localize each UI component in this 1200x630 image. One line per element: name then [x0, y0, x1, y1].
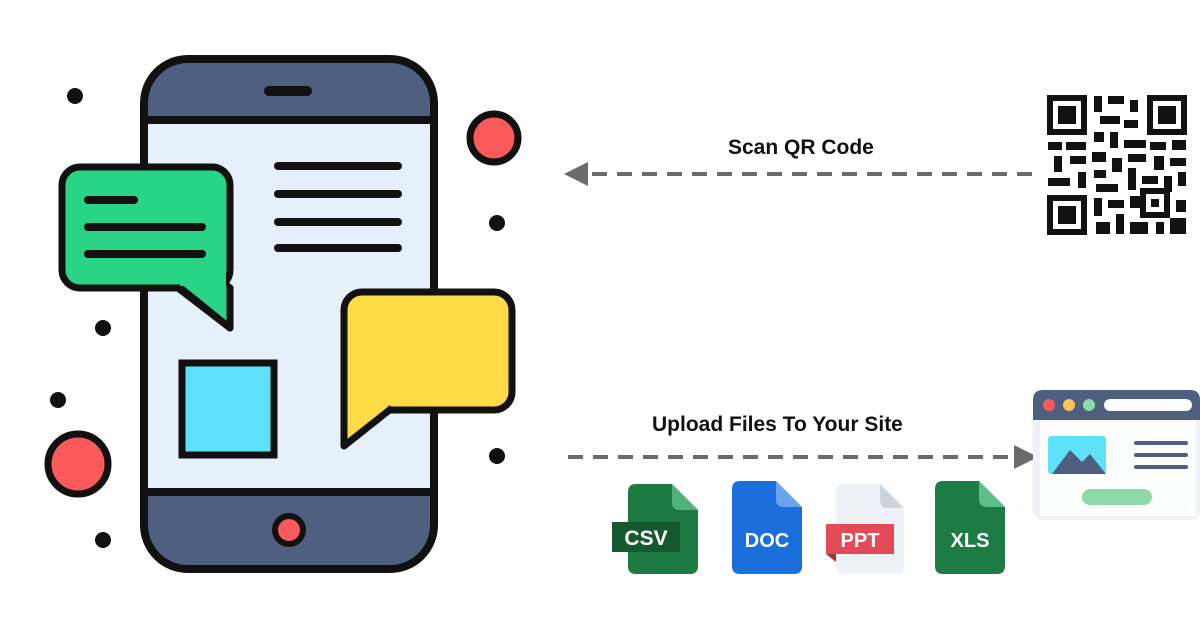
upload-files-label: Upload Files To Your Site	[652, 413, 903, 436]
xls-label: XLS	[951, 530, 990, 552]
green-chat-bubble-icon	[58, 163, 234, 332]
qr-code-icon	[1047, 95, 1187, 235]
ppt-file-icon: PPT	[826, 484, 904, 574]
xls-file-icon: XLS	[935, 481, 1005, 574]
browser-window-icon	[1033, 390, 1200, 520]
doc-label: DOC	[745, 530, 789, 552]
csv-file-icon: CSV	[612, 484, 698, 574]
scan-qr-code-label: Scan QR Code	[728, 136, 874, 159]
doc-file-icon: DOC	[732, 481, 802, 574]
ppt-label: PPT	[841, 530, 880, 552]
yellow-chat-bubble-icon	[340, 288, 516, 450]
decorative-dots	[44, 88, 522, 548]
csv-label: CSV	[624, 527, 667, 550]
